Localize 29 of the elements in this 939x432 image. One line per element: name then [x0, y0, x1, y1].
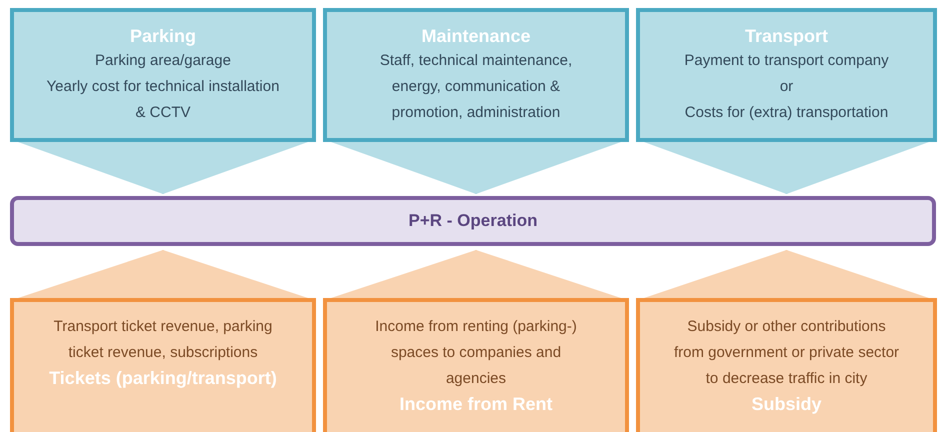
category-box: [636, 298, 937, 432]
box-heading: Maintenance: [421, 25, 531, 48]
box-heading: Income from Rent: [399, 393, 553, 416]
box-heading: Transport: [744, 25, 828, 48]
chevron-arrow: [644, 142, 929, 194]
box-heading: Parking: [130, 25, 196, 48]
category-box: [323, 8, 629, 142]
box-description: Subsidy or other contributions from government or private sector to decrease traffic in city: [672, 317, 900, 389]
chevron-arrow: [18, 142, 308, 194]
box-description: Costs for (extra) transportation: [684, 103, 888, 123]
box-description: Parking area/garage: [95, 51, 231, 71]
box-description: Staff, technical maintenance, energy, communication & promotion, administration: [378, 51, 574, 123]
box-description: or: [780, 77, 794, 97]
category-box: [10, 298, 316, 432]
category-box: [323, 298, 629, 432]
bar-label: P+R - Operation: [408, 210, 538, 232]
chevron-arrow: [331, 142, 621, 194]
box-description: Transport ticket revenue, parking ticket revenue, subscriptions: [52, 317, 274, 363]
category-box: [10, 8, 316, 142]
box-description: Income from renting (parking-) spaces to companies and agencies: [374, 317, 578, 389]
chevron-arrow: [18, 250, 308, 298]
box-description: Yearly cost for technical installation & CCTV: [46, 77, 280, 123]
box-heading: Subsidy: [751, 393, 822, 416]
chevron-arrow: [331, 250, 621, 298]
box-heading: Tickets (parking/transport): [49, 367, 277, 390]
operation-bar: [10, 196, 936, 246]
box-description: Payment to transport company: [684, 51, 889, 71]
category-box: [636, 8, 937, 142]
chevron-arrow: [644, 250, 929, 298]
